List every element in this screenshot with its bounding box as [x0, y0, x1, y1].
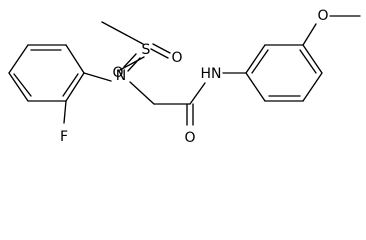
aryl-inner-bond-1 [251, 49, 269, 74]
atom-oxygen-sulfonyl-left: O [112, 65, 123, 81]
atom-nitrogen-amide: HN [201, 66, 222, 82]
bond-sulfur-oxygen-left-1 [123, 53, 137, 68]
bond-sulfur-nitrogen [119, 56, 145, 71]
bond-sulfur-oxygen-right-1 [152, 43, 171, 54]
aryl-ring-bond-1 [245, 44, 266, 74]
atom-nitrogen-sulfonamide: N [116, 68, 126, 84]
atom-oxygen-carbonyl: O [184, 130, 195, 146]
ring-inner-bond-2 [13, 73, 32, 97]
chemical-structure-diagram: S N HN O O O O F [8, 8, 361, 146]
atom-sulfur: S [142, 42, 151, 58]
ring-bond-6 [65, 72, 85, 102]
bond-methyl-sulfur [101, 21, 144, 45]
aryl-inner-bond-2 [299, 49, 317, 74]
bond-carbonyl-nitrogen [189, 82, 206, 105]
aryl-ring-bond-3 [302, 44, 323, 74]
ring-bond-1 [65, 44, 85, 74]
atom-fluorine: F [60, 129, 68, 145]
atom-oxygen-sulfonyl-right: O [171, 50, 182, 66]
ring-bond-4 [8, 72, 29, 102]
aryl-ring-bond-4 [302, 72, 323, 102]
atom-oxygen-methoxy: O [317, 8, 328, 24]
bond-sulfur-oxygen-right-2 [150, 48, 169, 59]
bond-aryl-methoxy-oxygen [302, 23, 317, 46]
aryl-ring-bond-6 [245, 72, 266, 102]
bond-nitrogen-phenyl [83, 72, 112, 82]
bond-ring-fluorine [63, 100, 67, 124]
ring-inner-bond-3 [62, 73, 79, 97]
ring-bond-3 [8, 44, 29, 74]
bond-nitrogen-methylene [129, 81, 155, 105]
